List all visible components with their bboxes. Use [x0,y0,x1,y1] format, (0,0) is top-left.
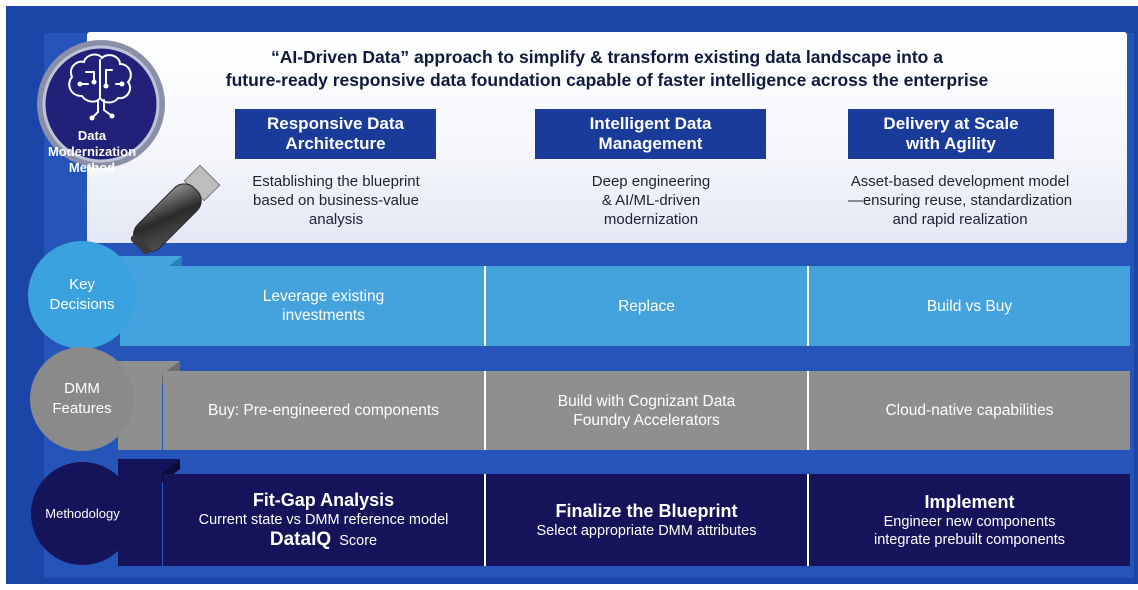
circle-label-line: Key [69,276,95,293]
dmm-features-circle: DMM Features [30,347,134,451]
description-line: and rapid realization [892,211,1028,228]
pillar-title-line: Delivery at Scale [883,114,1019,133]
magnifier-icon [37,40,221,255]
cell-line: Build with Cognizant Data [557,392,736,410]
pillar-title-line: Intelligent Data [589,114,712,133]
pillar-title-line: Management [598,134,703,153]
circle-label: Methodology [45,505,120,521]
cell-line: Leverage existing [262,288,385,305]
feature-cloud-native: Cloud-native capabilities [807,371,1130,450]
feature-buy: Buy: Pre-engineered components [163,371,484,450]
lens-label: Data Modernization Method [34,128,150,176]
method-subtitle: Current state vs DMM reference model [198,511,449,528]
lens-label-line: Data Modernization [47,128,137,159]
pillar-title-line: with Agility [905,134,997,153]
dataiq-brand: DataIQ [269,528,332,550]
pillar-responsive-data-architecture: Responsive Data Architecture [235,109,436,159]
cell-line: Foundry Accelerators [573,411,720,429]
methodology-row: Fit-Gap Analysis Current state vs DMM re… [163,474,1130,566]
cell-line: Buy: Pre-engineered components [208,402,439,419]
key-decisions-row: Leverage existing investments Replace Bui… [163,266,1130,346]
cell-line: investments [282,307,365,324]
description-line: —ensuring reuse, standardization [847,192,1073,209]
method-finalize-blueprint: Finalize the Blueprint Select appropriat… [484,474,807,566]
description-line: analysis [308,211,364,228]
decision-leverage-existing: Leverage existing investments [163,266,484,346]
decision-replace: Replace [484,266,807,346]
description-line: modernization [603,211,699,228]
cell-line: Cloud-native capabilities [885,402,1054,419]
pillar-description: Deep engineering & AI/ML-driven moderniz… [530,172,772,229]
method-title: Finalize the Blueprint [555,501,738,521]
cell-line: Replace [618,297,675,315]
pillar-description: Establishing the blueprint based on busi… [220,172,452,229]
circle-label-line: Features [52,400,112,417]
description-line: Asset-based development model [850,173,1070,190]
cell-line: Build vs Buy [926,297,1013,315]
description-line: Deep engineering [591,173,711,190]
method-title: Fit-Gap Analysis [252,489,395,510]
description-line: Establishing the blueprint [252,173,420,190]
dmm-features-row: Buy: Pre-engineered components Build wit… [163,371,1130,450]
dataiq-score: DataIQ Score [270,529,377,552]
method-subtitle: Engineer new components [883,514,1056,530]
headline-line-1: “AI-Driven Data” approach to simplify & … [271,47,943,67]
description-line: based on business-value [253,192,419,209]
lens-label-line: Method [68,160,116,175]
headline-line-2: future-ready responsive data foundation … [225,70,989,90]
description-line: & AI/ML-driven [601,192,701,209]
circle-label-line: DMM [64,380,100,397]
pillar-description: Asset-based development model —ensuring … [812,172,1108,229]
pillar-title-line: Architecture [285,134,386,153]
dataiq-suffix: Score [339,532,378,549]
method-implement: Implement Engineer new components integr… [807,474,1130,566]
method-fit-gap-analysis: Fit-Gap Analysis Current state vs DMM re… [163,474,484,566]
methodology-circle: Methodology [31,462,134,565]
method-title: Implement [924,492,1015,512]
pillar-title-line: Responsive Data [267,114,404,133]
method-subtitle: integrate prebuilt components [873,532,1066,548]
decision-build-vs-buy: Build vs Buy [807,266,1130,346]
headline: “AI-Driven Data” approach to simplify & … [87,46,1127,92]
pillar-intelligent-data-management: Intelligent Data Management [535,109,766,159]
circle-label-line: Decisions [49,296,115,313]
method-subtitle: Select appropriate DMM attributes [536,523,757,539]
pillar-delivery-at-scale: Delivery at Scale with Agility [848,109,1054,159]
